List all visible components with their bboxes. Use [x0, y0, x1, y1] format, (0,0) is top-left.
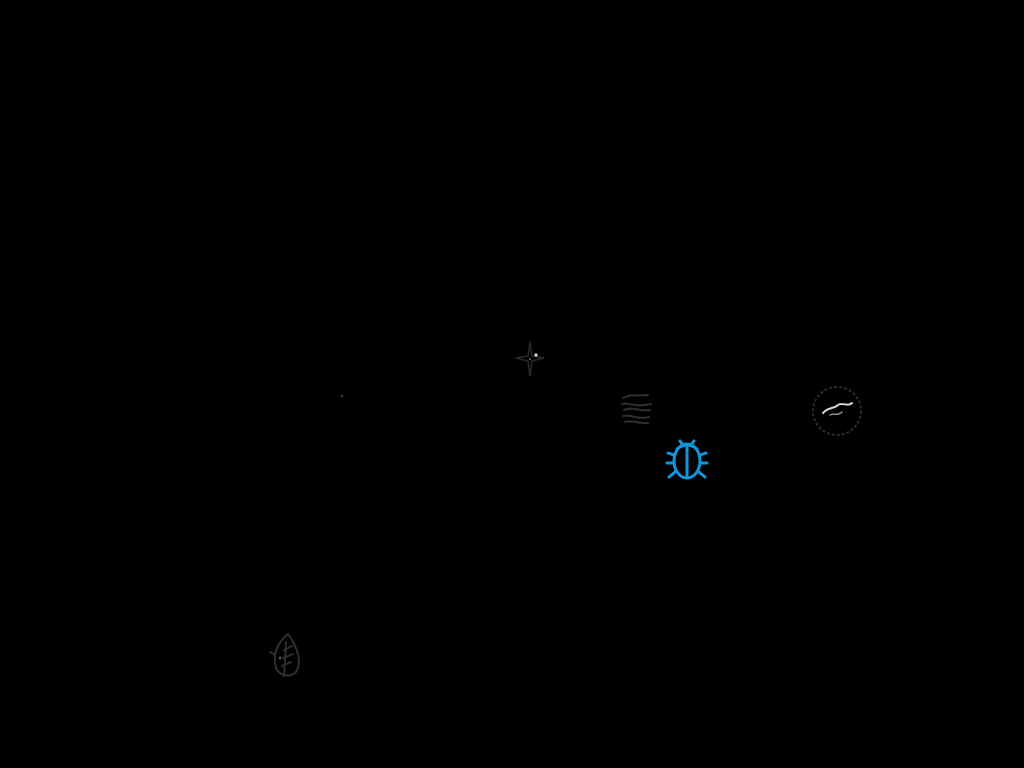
leaf-icon[interactable] [264, 628, 308, 686]
sparkle-icon[interactable] [510, 336, 550, 384]
globe-icon[interactable] [808, 383, 866, 439]
scribble-icon[interactable] [614, 386, 660, 432]
bug-icon[interactable] [663, 433, 711, 483]
dot-icon [338, 392, 346, 400]
